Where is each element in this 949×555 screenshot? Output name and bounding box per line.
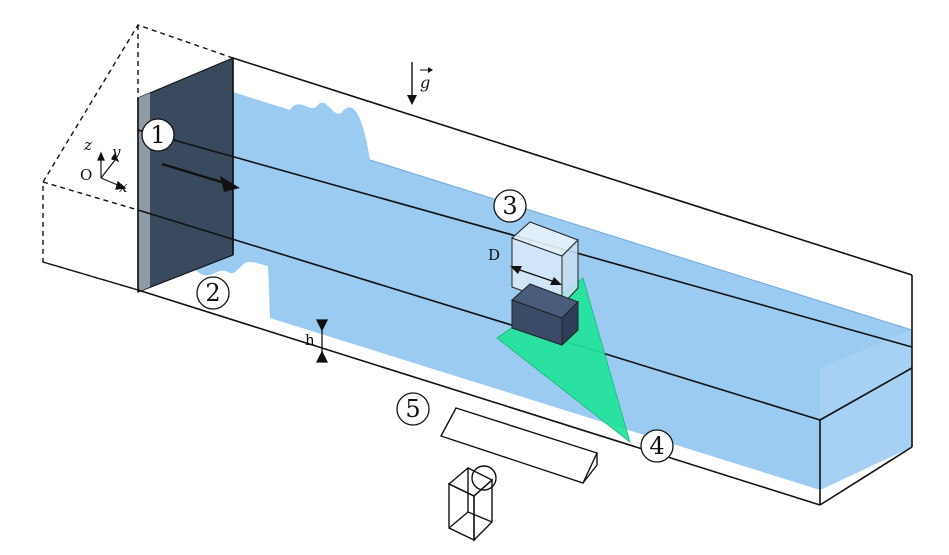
marker-1-label: 1	[150, 121, 165, 149]
water-end-face	[820, 330, 912, 490]
marker-3-label: 3	[502, 192, 517, 220]
diameter-label: D	[488, 246, 500, 264]
marker-4: 4	[640, 429, 674, 463]
marker-2: 2	[196, 276, 230, 310]
cube-lower-side	[561, 300, 579, 347]
axis-x-label: x	[119, 178, 128, 196]
wave-direction-arrow	[161, 162, 240, 192]
gravity-label: g	[420, 73, 430, 92]
marker-3: 3	[493, 189, 527, 223]
cube-upper-side	[561, 238, 579, 307]
diameter-dimension	[510, 266, 562, 285]
depth-label: h	[305, 331, 315, 349]
depth-dimension	[315, 319, 329, 363]
gravity-arrow-icon	[407, 62, 433, 105]
water-surface-edge	[369, 159, 913, 331]
wave-paddle	[137, 57, 234, 293]
marker-4-label: 4	[649, 432, 664, 460]
camera-icon	[447, 465, 497, 542]
axis-y-label: y	[111, 143, 121, 161]
paddle-front	[137, 57, 234, 293]
marker-2-label: 2	[205, 279, 220, 307]
origin-label: O	[80, 166, 92, 184]
marker-5-label: 5	[405, 395, 420, 423]
axis-z-label: z	[83, 136, 92, 154]
marker-1: 1	[141, 118, 175, 152]
coordinate-axes-icon	[97, 151, 127, 190]
cube-obstacle	[511, 221, 579, 347]
marker-5: 5	[396, 392, 430, 426]
